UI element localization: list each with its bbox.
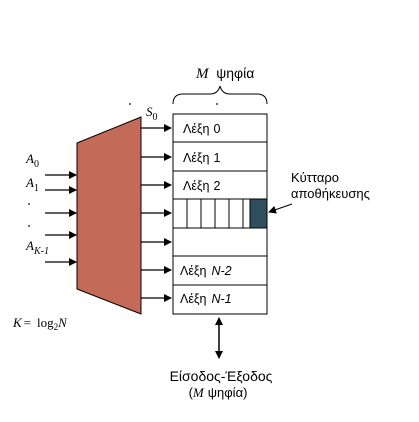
storage-cell-label-line2: αποθήκευσης (291, 186, 370, 201)
storage-cell-pointer (268, 203, 293, 214)
address-label-a1: A1 (25, 175, 39, 194)
bits-header-word: ψηφία (216, 65, 254, 81)
ellipsis-dot (28, 203, 30, 205)
ellipsis-dot (28, 225, 30, 227)
selected-storage-cell (249, 198, 268, 229)
bits-header: M ψηφία (195, 65, 254, 82)
address-label-ak1: AK-1 (25, 238, 49, 257)
storage-cell-label-line1: Κύτταρο (291, 170, 339, 185)
ellipsis-dot (216, 103, 218, 105)
address-width-formula: K=log2N (12, 315, 68, 332)
select-line-label: S0 (146, 104, 158, 123)
bits-header-m: M (195, 66, 210, 82)
io-label: Είσοδος-Έξοδος (170, 368, 273, 384)
ellipsis-dot (129, 103, 131, 105)
width-brace (172, 85, 268, 105)
address-label-a0: A0 (25, 151, 39, 170)
address-decoder (76, 116, 142, 315)
